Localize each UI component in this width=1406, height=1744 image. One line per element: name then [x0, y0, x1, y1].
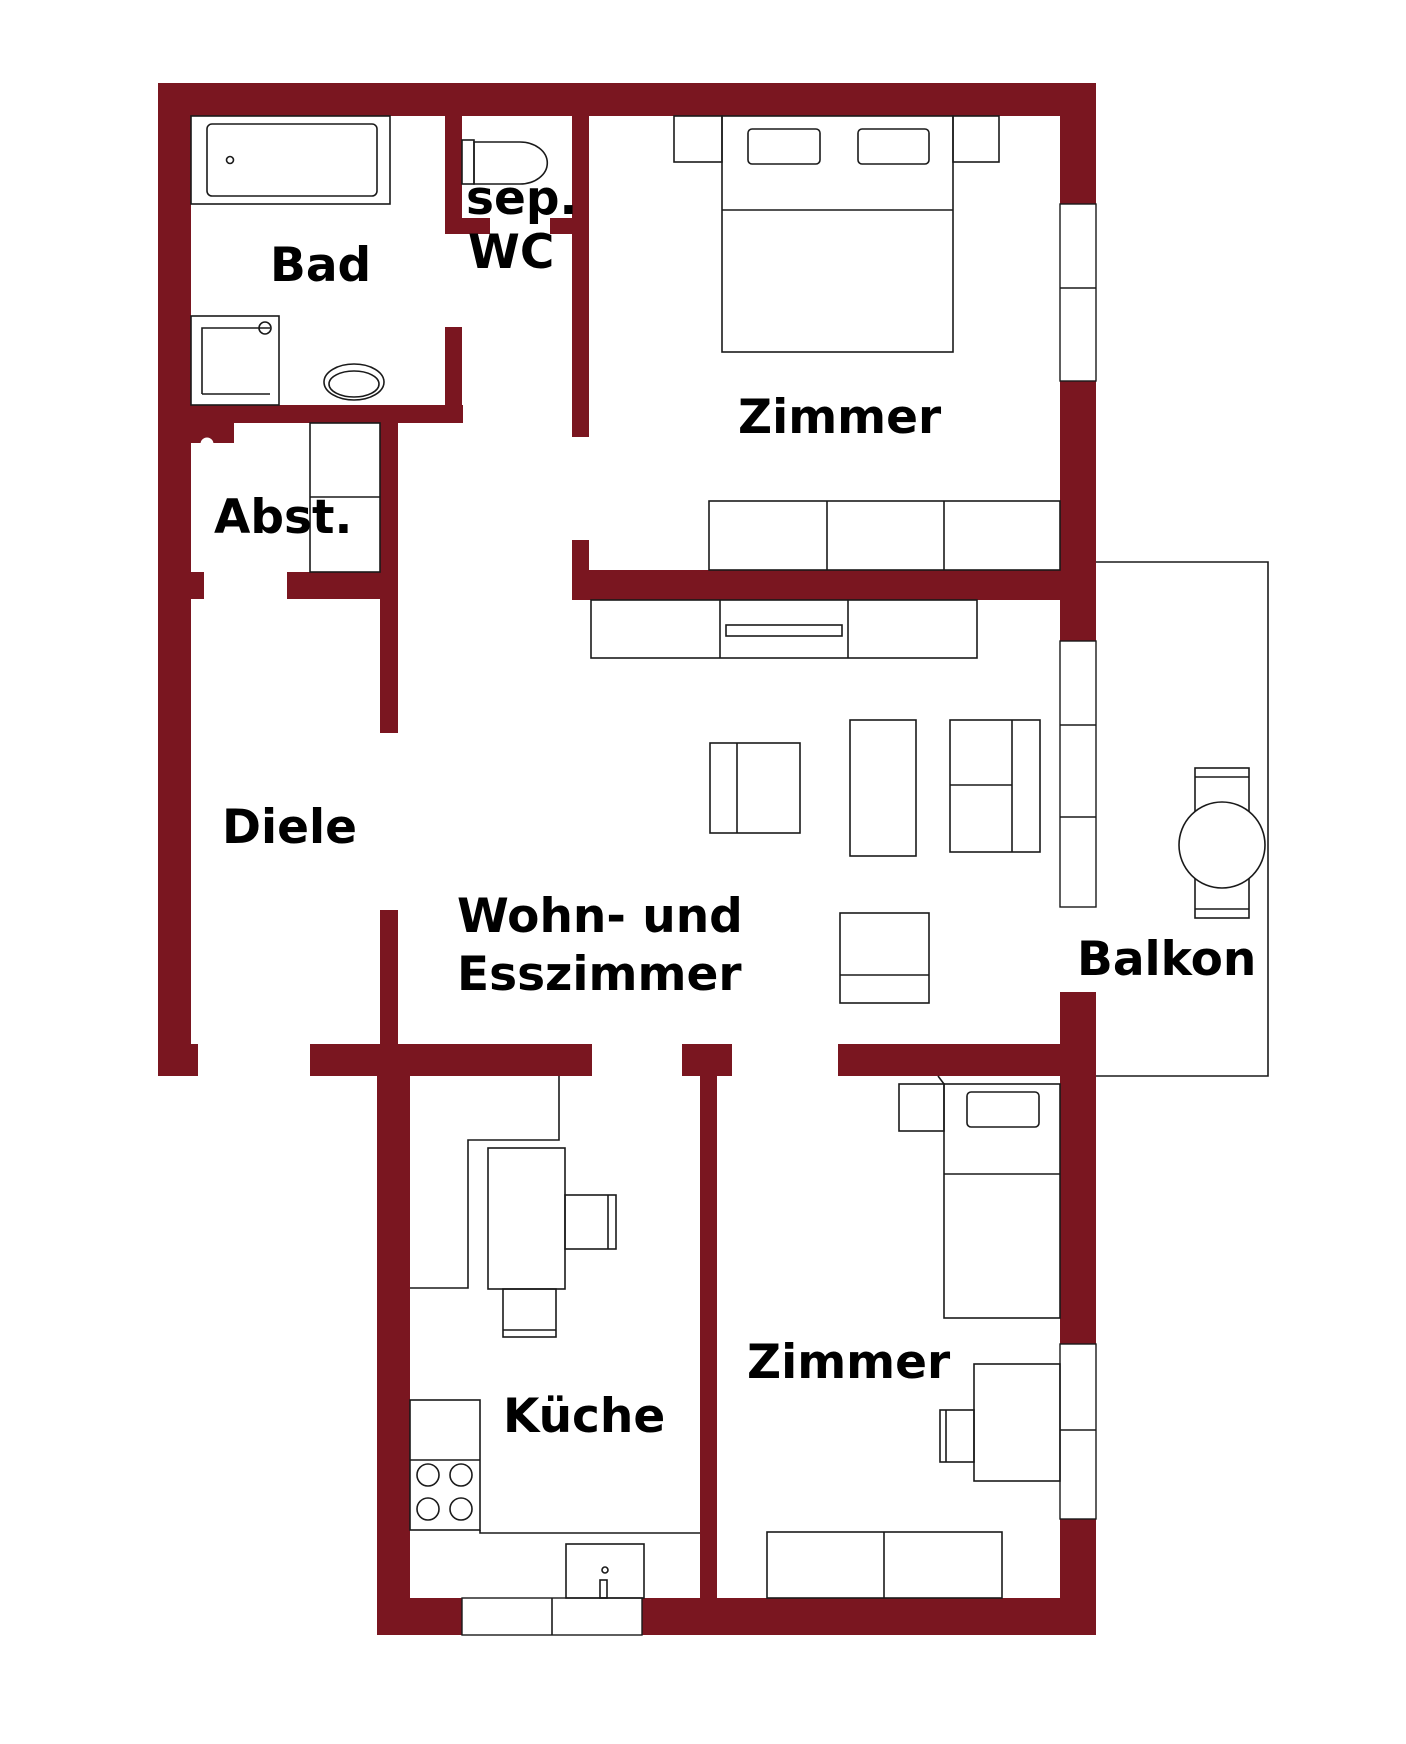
- sofa: [949, 719, 1041, 853]
- label-abst: Abst.: [214, 490, 352, 545]
- tv-sideboard: [590, 599, 978, 659]
- washbasin: [323, 363, 385, 401]
- storage-left-stub: [158, 423, 234, 443]
- nightstand-right: [952, 115, 1000, 163]
- kitchen-counter-lower: [409, 1399, 481, 1531]
- side-cabinet: [839, 912, 930, 1004]
- label-balkon: Balkon: [1077, 932, 1256, 987]
- nightstand: [898, 1083, 945, 1132]
- label-wc-line2: WC: [468, 225, 554, 280]
- dining-table: [487, 1147, 566, 1290]
- kitchen-counter-left: [410, 1076, 560, 1289]
- label-wc-line1: sep.: [466, 171, 577, 226]
- outer-wall-left-lower: [158, 599, 191, 1070]
- desk-chair: [939, 1409, 975, 1463]
- bedroom-top-furniture: [673, 115, 1061, 571]
- nightstand-left: [673, 115, 723, 163]
- bathtub: [190, 115, 391, 205]
- outer-wall-top: [158, 83, 1096, 116]
- desk: [973, 1363, 1061, 1482]
- dining-chair-bottom: [502, 1288, 557, 1338]
- outer-wall-right-2: [1060, 381, 1096, 641]
- kitchen-furniture: [409, 1076, 700, 1599]
- window-living-room: [1059, 640, 1097, 908]
- bath-right-wall-lower: [445, 327, 462, 423]
- kitchen-left-wall: [377, 1044, 410, 1635]
- storage-shelf: [309, 422, 381, 573]
- bath-floor-wall: [158, 405, 463, 423]
- living-room-furniture: [590, 599, 1041, 1004]
- label-wohn-line1: Wohn- und: [457, 889, 743, 944]
- wc-fixtures: [461, 139, 549, 185]
- wardrobe-top: [708, 500, 1061, 571]
- bathroom-fixtures: [190, 115, 391, 406]
- room-labels: Bad sep. WC Zimmer Abst. Diele Wohn- und…: [214, 171, 1256, 1444]
- dining-chair-right: [564, 1194, 617, 1250]
- balcony-outline: [1096, 561, 1269, 1077]
- storage-bottom-wall-right: [287, 572, 398, 599]
- walls: [158, 83, 1096, 1635]
- room-bottom-top-wall: [838, 1044, 1096, 1076]
- bedroom-bottom-furniture: [766, 1075, 1061, 1599]
- bath-right-wall-upper: [445, 116, 462, 234]
- toilet-bowl: [473, 141, 549, 185]
- outer-wall-left-upper: [158, 83, 191, 599]
- windows: [461, 203, 1097, 1636]
- storage-bottom-wall-left: [158, 572, 204, 599]
- stove-burner: [416, 1463, 440, 1487]
- kitchen-room-partition: [700, 1044, 717, 1598]
- wc-right-wall-upper: [572, 116, 589, 437]
- double-bed: [721, 115, 954, 353]
- balcony: [1096, 561, 1269, 1077]
- label-zimmer-bottom: Zimmer: [747, 1335, 951, 1390]
- window-room-top: [1059, 203, 1097, 382]
- coffee-table: [849, 719, 917, 857]
- single-bed: [943, 1083, 1061, 1319]
- label-wohn-line2: Esszimmer: [457, 947, 742, 1002]
- label-kueche: Küche: [503, 1389, 665, 1444]
- label-diele: Diele: [222, 800, 357, 855]
- outer-wall-right-1: [1060, 83, 1096, 204]
- kitchen-sink: [565, 1543, 645, 1599]
- shower: [190, 315, 280, 406]
- label-bad: Bad: [270, 238, 371, 293]
- outer-wall-bottom-right: [642, 1598, 1096, 1635]
- corridor-stub-lower: [380, 910, 398, 1050]
- room-top-bottom-wall: [572, 570, 1096, 600]
- wc-return-left: [445, 218, 490, 234]
- wc-return-right: [550, 218, 589, 234]
- kitchen-top-wall: [310, 1044, 592, 1076]
- boiler-dot: [200, 437, 214, 451]
- armchair: [709, 742, 801, 834]
- corridor-wall-bottom-left: [158, 1044, 198, 1076]
- tv: [725, 624, 843, 637]
- label-zimmer-top: Zimmer: [738, 390, 942, 445]
- balcony-table: [1178, 801, 1266, 889]
- window-room-bottom: [1059, 1343, 1097, 1520]
